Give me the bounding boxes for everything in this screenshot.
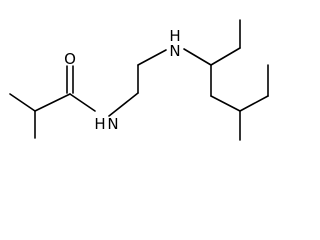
structural-formula: O N H N H: [9, 19, 269, 141]
oxygen-atom-label: O: [64, 50, 76, 68]
bond-ch-branch-to-ch2: [239, 95, 269, 112]
bond-amine-n-to-ch: [183, 48, 212, 66]
amide-hydrogen-label: H: [94, 115, 105, 133]
bond-amide-n-to-ch2: [108, 92, 139, 117]
amine-hydrogen-label: H: [169, 27, 180, 45]
label-layer: O N H N H: [64, 27, 181, 133]
bond-ch2-to-ch-branch: [210, 95, 241, 112]
amide-nitrogen-label: N: [107, 115, 118, 133]
bond-ch2-to-amine-n: [137, 49, 167, 66]
bond-methyl-top-to-ch: [9, 93, 36, 112]
amine-nitrogen-label: N: [169, 42, 180, 60]
bond-layer: [9, 19, 269, 141]
bond-carbonyl-to-amide-n: [69, 93, 96, 112]
bond-ch-to-ch2-up: [210, 47, 241, 66]
bond-ch-to-carbonyl-carbon: [34, 93, 71, 112]
